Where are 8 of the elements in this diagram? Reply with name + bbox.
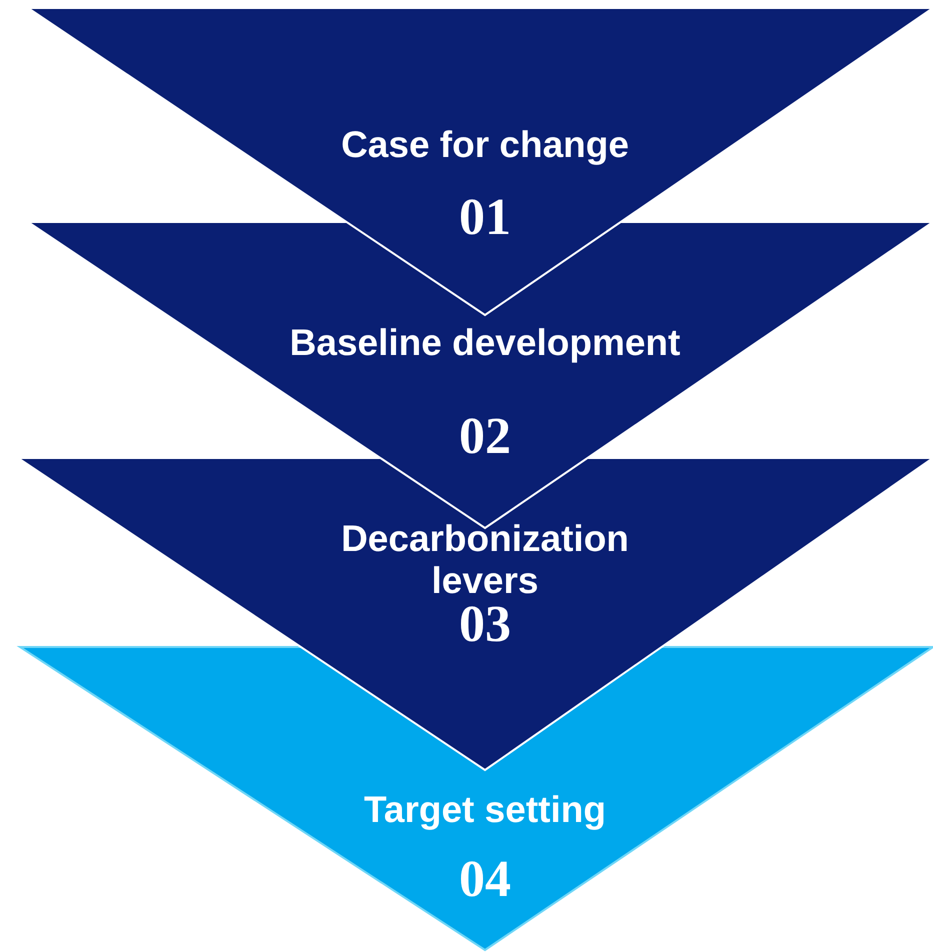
step-title: Case for change: [341, 123, 629, 167]
step-title: Decarbonization levers: [340, 518, 630, 602]
step-title: Baseline development: [290, 321, 680, 365]
step-number: 02: [459, 410, 511, 464]
step-number: 04: [459, 853, 511, 907]
step-title: Target setting: [364, 788, 606, 832]
step-number: 01: [459, 191, 511, 245]
step-number: 03: [459, 604, 511, 646]
